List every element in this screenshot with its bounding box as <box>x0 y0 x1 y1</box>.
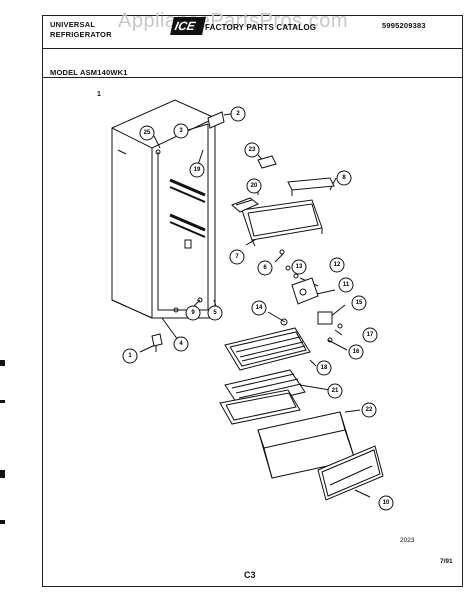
meat-pan <box>241 199 323 247</box>
callout-4: 4 <box>173 336 189 352</box>
model-rule <box>42 77 463 78</box>
callout-group: 1 2 3 4 5 6 7 8 9 10 11 12 13 14 15 16 1… <box>122 106 394 511</box>
svg-text:12: 12 <box>334 262 341 268</box>
callout-23: 23 <box>244 142 260 158</box>
svg-text:13: 13 <box>296 264 303 270</box>
callout-12: 12 <box>329 257 345 273</box>
pan-control <box>231 197 259 213</box>
svg-text:17: 17 <box>367 332 374 338</box>
scan-edge-mark <box>0 520 5 524</box>
svg-text:11: 11 <box>343 282 350 288</box>
svg-text:19: 19 <box>194 167 201 173</box>
svg-text:14: 14 <box>256 305 263 311</box>
svg-text:3: 3 <box>179 128 183 134</box>
svg-text:16: 16 <box>353 349 360 355</box>
scan-edge-mark <box>0 470 5 478</box>
svg-text:7: 7 <box>235 254 239 260</box>
callout-14: 14 <box>251 300 267 316</box>
svg-text:10: 10 <box>383 500 390 506</box>
callout-13: 13 <box>291 259 307 275</box>
callout-22: 22 <box>361 402 377 418</box>
control-bracket <box>291 277 319 305</box>
crisper-drawer <box>257 411 356 479</box>
part-number: 5995209383 <box>382 21 426 30</box>
svg-text:23: 23 <box>249 147 256 153</box>
screw-parts <box>155 149 343 343</box>
svg-text:5: 5 <box>213 310 217 316</box>
callout-10: 10 <box>378 495 394 511</box>
svg-text:21: 21 <box>332 388 339 394</box>
callout-18: 18 <box>316 360 332 376</box>
shelf-18 <box>224 327 311 371</box>
callout-21: 21 <box>327 383 343 399</box>
svg-text:18: 18 <box>321 365 328 371</box>
callout-8: 8 <box>336 170 352 186</box>
shelf-21-glass <box>219 389 301 425</box>
svg-text:6: 6 <box>263 265 267 271</box>
drawer-front <box>317 445 384 501</box>
callout-20: 20 <box>246 178 262 194</box>
brand-line-1: UNIVERSAL <box>50 20 96 29</box>
page-number: C3 <box>244 570 256 580</box>
sheet-border <box>42 15 463 587</box>
callout-17: 17 <box>362 327 378 343</box>
callout-5: 5 <box>207 305 223 321</box>
callout-11: 11 <box>338 277 354 293</box>
leveling-leg <box>151 333 163 352</box>
callout-2: 2 <box>230 106 246 122</box>
scan-edge-mark <box>0 360 5 366</box>
callout-7: 7 <box>229 249 245 265</box>
svg-text:25: 25 <box>144 130 151 136</box>
pan-rail <box>287 177 335 196</box>
callout-9: 9 <box>185 305 201 321</box>
brand-line-2: REFRIGERATOR <box>50 30 112 39</box>
svg-text:20: 20 <box>251 183 258 189</box>
revision-date: 7/91 <box>440 558 453 565</box>
figure-number: 1 <box>97 91 101 98</box>
bracket-23 <box>257 155 277 169</box>
header-rule <box>42 48 463 49</box>
svg-text:15: 15 <box>356 300 363 306</box>
callout-16: 16 <box>348 344 364 360</box>
callout-19: 19 <box>189 162 205 178</box>
svg-text:8: 8 <box>342 175 346 181</box>
svg-text:22: 22 <box>366 407 373 413</box>
callout-6: 6 <box>257 260 273 276</box>
callout-1: 1 <box>122 348 138 364</box>
catalog-title: FACTORY PARTS CATALOG <box>205 23 317 32</box>
svg-text:9: 9 <box>191 310 195 316</box>
switch-15 <box>317 311 333 325</box>
callout-3: 3 <box>173 123 189 139</box>
drawing-code: 2023 <box>400 537 415 544</box>
cabinet-shell <box>111 99 216 319</box>
callout-15: 15 <box>351 295 367 311</box>
svg-text:1: 1 <box>128 353 132 359</box>
svg-text:4: 4 <box>179 341 183 347</box>
model-label: MODEL ASM140WK1 <box>50 68 128 77</box>
callout-25: 25 <box>139 125 155 141</box>
svg-text:2: 2 <box>236 111 240 117</box>
scan-edge-mark <box>0 400 5 403</box>
